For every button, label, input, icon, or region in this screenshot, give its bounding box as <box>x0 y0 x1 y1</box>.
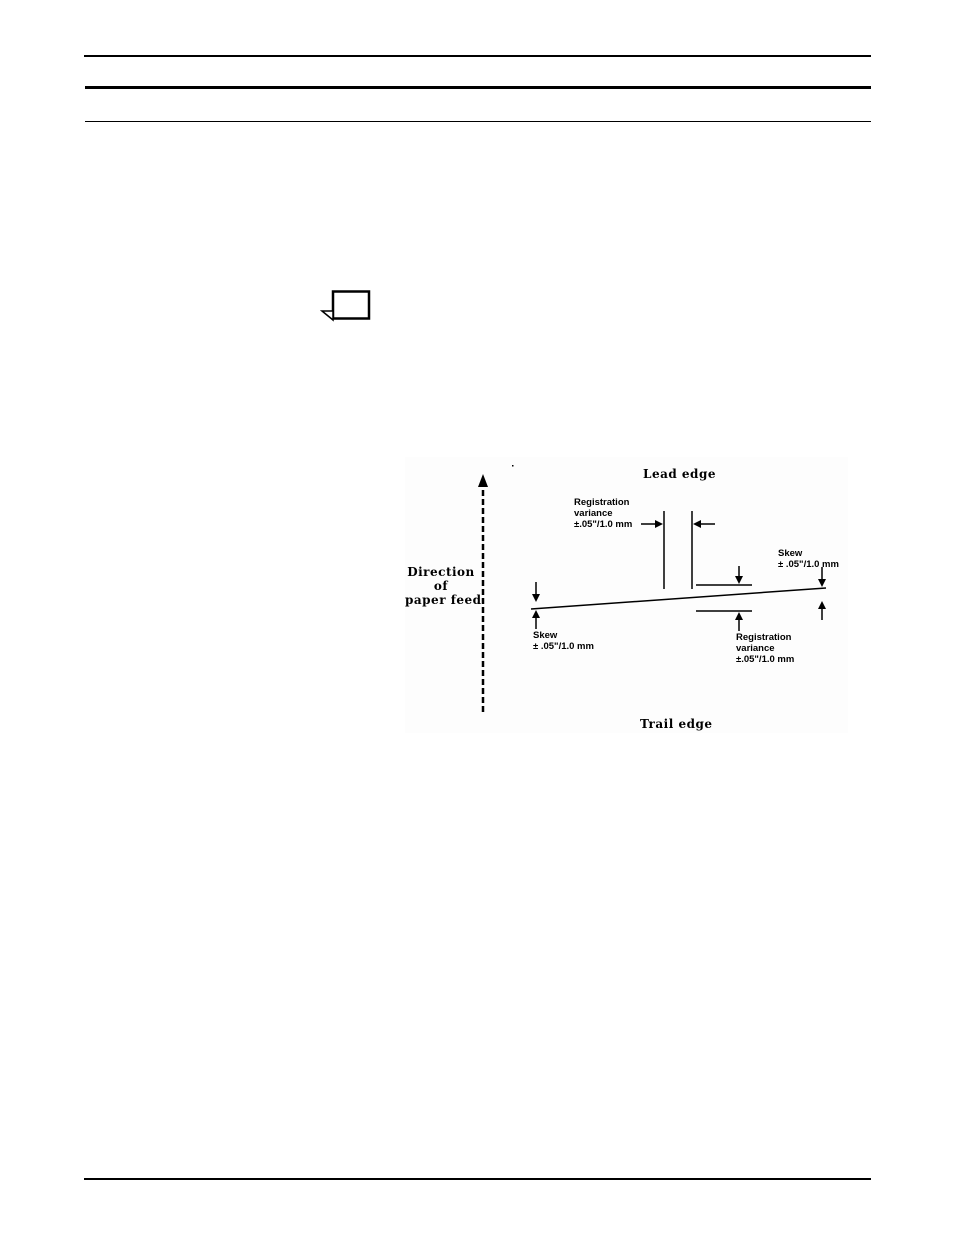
footer-rule <box>84 1178 871 1180</box>
header-rule-top <box>84 55 871 57</box>
header-rule-bottom <box>85 121 871 122</box>
diagram-graphics <box>478 465 827 712</box>
paper-registration-diagram: Lead edge Trail edge Direction of paper … <box>405 457 848 733</box>
direction-line-3: paper feed <box>405 593 482 607</box>
registration-bottom-line-2: variance <box>736 643 775 654</box>
skew-right-line-1: Skew <box>778 548 803 559</box>
skew-left-line-1: Skew <box>533 630 558 641</box>
registration-top-line-1: Registration <box>574 497 630 508</box>
lead-edge-label: Lead edge <box>643 467 716 481</box>
skew-left-label: Skew ± .05"/1.0 mm <box>533 630 594 652</box>
registration-variance-bottom-label: Registration variance ±.05"/1.0 mm <box>736 632 794 665</box>
skew-right-line-2: ± .05"/1.0 mm <box>778 559 839 570</box>
skew-right-label: Skew ± .05"/1.0 mm <box>778 548 839 570</box>
header-rule-thick <box>85 86 871 89</box>
registration-variance-top-label: Registration variance ±.05"/1.0 mm <box>574 497 632 530</box>
trail-edge-label: Trail edge <box>640 717 713 731</box>
registration-top-line-2: variance <box>574 508 613 519</box>
note-icon <box>319 290 372 322</box>
direction-line-1: Direction <box>407 565 475 579</box>
registration-top-line-3: ±.05"/1.0 mm <box>574 519 633 530</box>
direction-line-2: of <box>433 579 449 593</box>
skew-left-line-2: ± .05"/1.0 mm <box>533 641 594 652</box>
direction-of-feed-label: Direction of paper feed <box>405 565 482 607</box>
registration-bottom-line-3: ±.05"/1.0 mm <box>736 654 795 665</box>
registration-bottom-line-1: Registration <box>736 632 792 643</box>
